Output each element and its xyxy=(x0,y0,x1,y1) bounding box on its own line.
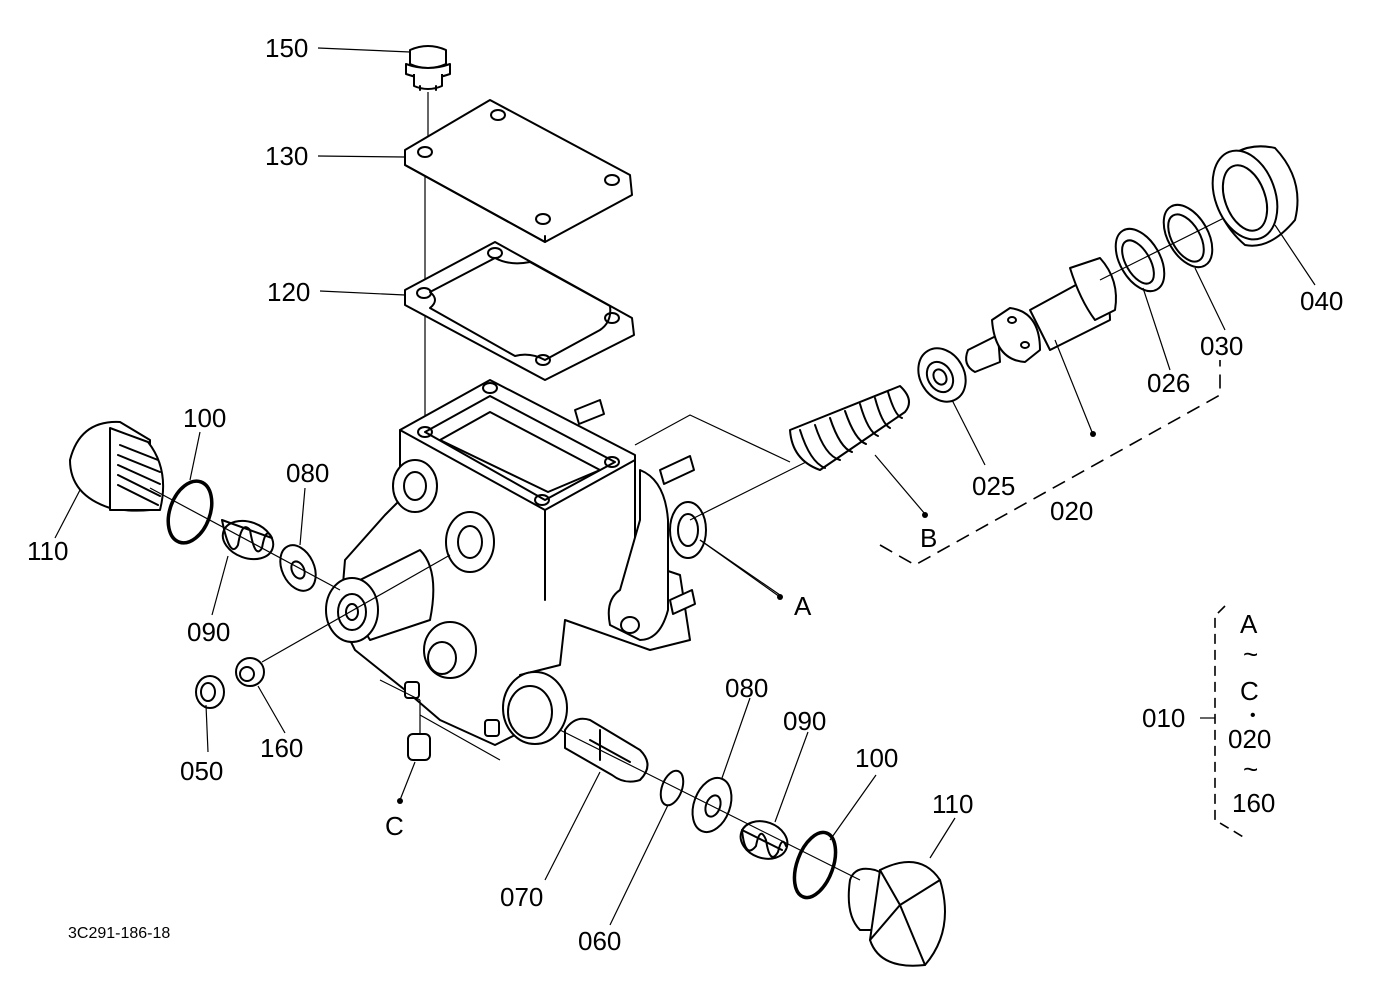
callout-110-right: 110 xyxy=(932,789,973,819)
ref-label-c: C xyxy=(385,811,404,841)
callout-060: 060 xyxy=(578,926,621,956)
legend-tilde1: ~ xyxy=(1243,639,1258,669)
callout-080-right: 080 xyxy=(725,673,768,703)
plunger-070 xyxy=(564,717,649,783)
callout-160: 160 xyxy=(260,733,303,763)
callout-090-right: 090 xyxy=(783,706,826,736)
callout-030: 030 xyxy=(1200,331,1243,361)
delivery-valve-020 xyxy=(965,257,1117,373)
cap-c xyxy=(407,733,431,761)
callout-070: 070 xyxy=(500,882,543,912)
spring-090-right xyxy=(739,820,789,860)
pump-housing xyxy=(325,379,707,746)
legend-range1-start: A xyxy=(1240,609,1258,639)
callout-090-left: 090 xyxy=(187,617,230,647)
ref-label-a: A xyxy=(794,591,812,621)
callout-100-right: 100 xyxy=(855,743,898,773)
legend-range2-end: 160 xyxy=(1232,788,1275,818)
callout-080-left: 080 xyxy=(286,458,329,488)
callout-020: 020 xyxy=(1050,496,1093,526)
assembly-legend: 010 A ~ C • 020 ~ 160 xyxy=(1142,605,1275,839)
legend-separator: • xyxy=(1250,707,1256,724)
holder-040 xyxy=(1211,145,1299,247)
legend-range1-end: C xyxy=(1240,676,1259,706)
callout-150: 150 xyxy=(265,33,308,63)
legend-parent: 010 xyxy=(1142,703,1185,733)
seat-025 xyxy=(917,347,967,403)
spring-b xyxy=(789,385,910,471)
bolt-150 xyxy=(405,45,451,91)
legend-range2-start: 020 xyxy=(1228,724,1271,754)
callout-100-left: 100 xyxy=(183,403,226,433)
gasket-120 xyxy=(404,241,635,381)
washer-080-right xyxy=(691,776,733,834)
plug-110-left xyxy=(69,420,165,512)
nut-160 xyxy=(235,657,265,687)
drawing-code: 3C291-186-18 xyxy=(68,925,170,942)
cover-plate-130 xyxy=(404,99,633,243)
callout-130: 130 xyxy=(265,141,308,171)
ref-label-b: B xyxy=(920,523,937,553)
callout-050: 050 xyxy=(180,756,223,786)
plug-110-right xyxy=(847,861,946,967)
legend-tilde2: ~ xyxy=(1243,754,1258,784)
callout-040: 040 xyxy=(1300,286,1343,316)
callout-025: 025 xyxy=(972,471,1015,501)
callout-120: 120 xyxy=(267,277,310,307)
nut-050 xyxy=(195,675,225,709)
spring-090-left xyxy=(221,519,275,561)
callout-026: 026 xyxy=(1147,368,1190,398)
callout-110-left: 110 xyxy=(27,536,68,566)
